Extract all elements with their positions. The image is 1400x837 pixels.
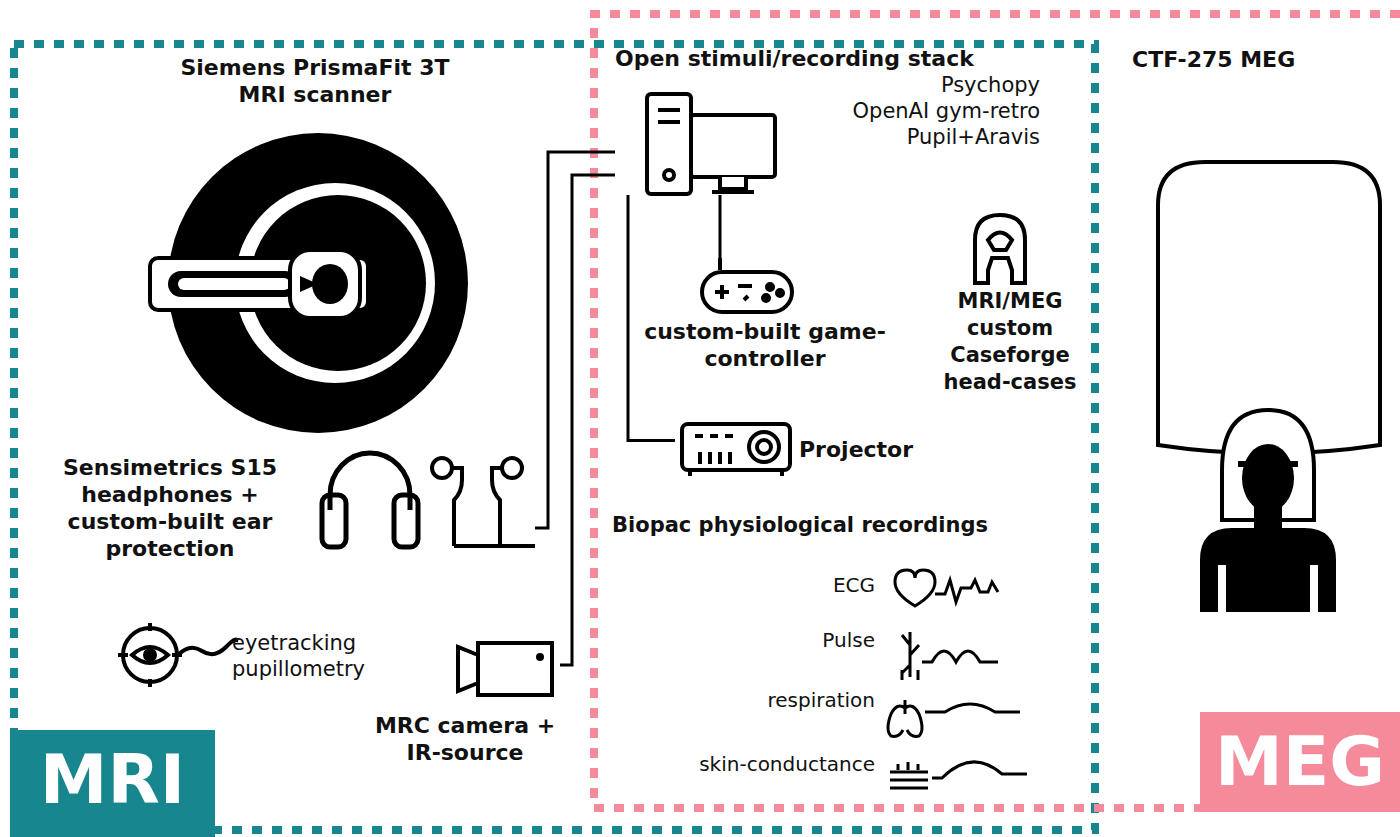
headcase-icon [975,215,1025,283]
node-title: Siemens PrismaFit 3T MRI scanner [180,54,450,108]
node-box: CTF-275 MEG [1132,46,1312,73]
node-box: Biopac physiological recordings [612,512,1090,539]
node-subtext: OpenAI gym-retro [615,98,1040,124]
node-box: Siemens PrismaFit 3T MRI scanner [180,54,450,108]
node-box: MRC camera + IR-source [370,640,560,766]
computer-icon [647,94,775,194]
node-title: CTF-275 MEG [1132,46,1312,73]
mri-scanner [150,133,468,433]
region: MRI Siemens PrismaFit 3T MRI scanner Open … [10,40,1100,837]
node-box: Projector [675,418,945,463]
meg-region-border [594,14,1400,808]
region: MEG CTF-275 MEG [590,10,1400,812]
cable-line [628,195,675,441]
node-title: eyetracking pupillometry [232,630,402,682]
node-title: Sensimetrics S15 headphones + custom-bui… [45,454,295,562]
earbuds-icon [432,458,535,546]
node-title: Projector [799,436,945,463]
cable-line [560,175,615,665]
node-title: Open stimuli/recording stack [615,45,1040,72]
node-title: Biopac physiological recordings [612,512,1090,539]
node-subtext: Pupil+Aravis [615,124,1040,150]
region-badge: MRI [10,730,215,837]
eyetracking-icon [118,623,236,687]
node-box: Open stimuli/recording stackPsychopyOpen… [615,45,1040,195]
node-box: eyetracking pupillometry [232,630,402,682]
headphones-icon [322,453,418,547]
region-badge: MEG [1200,712,1400,812]
node-title: custom-built game-controller [640,318,890,372]
node-box: MRI/MEG custom Caseforge head-cases [930,210,1090,396]
mri-region-border [14,44,1095,830]
biopac-icons [888,570,1027,788]
node-subtext: Psychopy [615,72,1040,98]
cable-line [719,195,722,268]
camera-icon [458,643,552,695]
node-title: MRI/MEG custom Caseforge head-cases [930,288,1090,396]
signal-label: respiration [675,688,875,712]
meg-scanner [1158,162,1380,612]
node-box: custom-built game-controller [640,268,890,372]
projector-icon [682,424,790,476]
signal-label: Pulse [675,628,875,652]
signal-label: skin-conductance [675,752,875,776]
cable-line [535,152,615,528]
signal-label: ECG [675,573,875,597]
node-title: MRC camera + IR-source [370,712,560,766]
controller-icon [702,258,792,312]
node-box: Sensimetrics S15 headphones + custom-bui… [45,440,535,562]
